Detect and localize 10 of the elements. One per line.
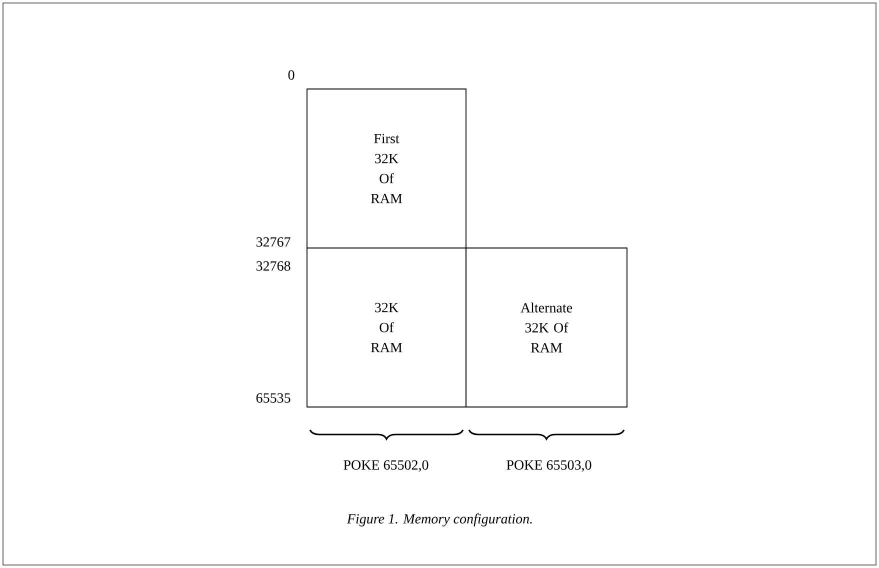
address-label: 32767: [256, 237, 290, 247]
address-label: 0: [288, 70, 294, 80]
address-label: 65535: [256, 393, 290, 403]
address-label: 32768: [256, 261, 290, 271]
memory-block: 32K Of RAM: [306, 248, 466, 408]
poke-command: POKE 65503,0: [506, 460, 592, 472]
memory-block: Alternate 32K Of RAM: [466, 248, 628, 408]
caption: Figure 1. Memory configuration.: [346, 514, 532, 526]
memory-block: First 32K Of RAM: [306, 88, 466, 248]
poke-command: POKE 65502,0: [344, 460, 428, 472]
